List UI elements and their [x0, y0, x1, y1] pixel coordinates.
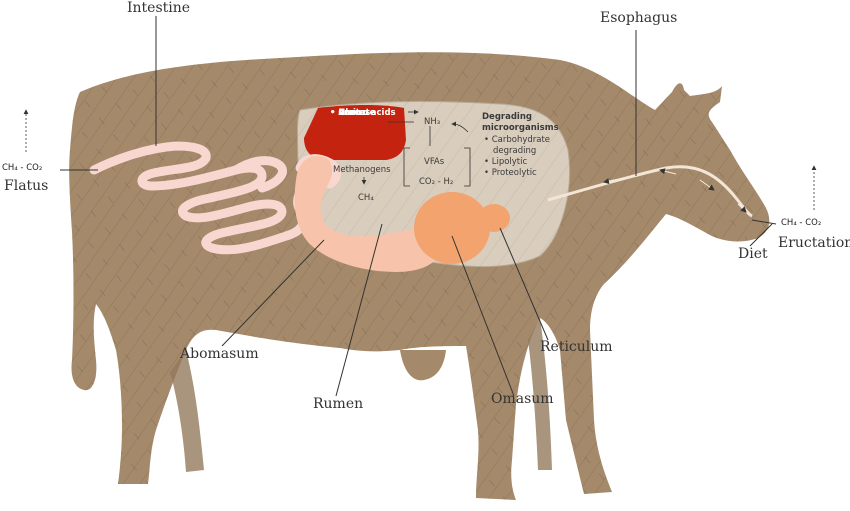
omasum-label: Omasum — [491, 391, 554, 407]
liver-box — [304, 105, 406, 160]
liver-item: • Glucose — [330, 108, 377, 118]
abomasum-label: Abomasum — [180, 346, 259, 362]
liver-item: • Urea — [330, 108, 362, 118]
eructation-gas-label: CH₄ - CO₂ — [781, 218, 822, 228]
liver-item: • amino acids — [330, 108, 396, 118]
intestine-label: Intestine — [127, 0, 191, 16]
reticulum-leader — [499, 227, 549, 341]
leader-lines — [60, 16, 777, 397]
gas-arrows — [23, 109, 817, 210]
ch4-label: CH₄ — [358, 193, 374, 203]
omasum — [414, 192, 490, 264]
flatus-gas-label: CH₄ - CO₂ — [2, 163, 43, 173]
micro-item: • Lipolytic — [484, 157, 528, 167]
microorganism-list: • Carbohydrate degrading • Lipolytic • P… — [484, 135, 550, 179]
co2-h2-label: CO₂ - H₂ — [419, 177, 454, 187]
eructation-leader — [751, 219, 777, 225]
degrading-title-line2: microorganisms — [482, 123, 559, 133]
vfas-label: VFAs — [424, 157, 445, 167]
flatus-label: Flatus — [4, 178, 49, 194]
reticulum-label: Reticulum — [540, 339, 613, 355]
rumen-leader — [335, 223, 383, 397]
rumen-label: Rumen — [313, 396, 364, 412]
reticulum — [478, 204, 510, 232]
esophagus-label: Esophagus — [600, 10, 678, 26]
methanogens-label: Methanogens — [333, 165, 391, 175]
abomasum — [294, 156, 440, 272]
eructation-label: Eructation — [778, 235, 850, 251]
omasum-leader — [451, 235, 515, 397]
internal-arrows — [361, 109, 471, 187]
diet-label: Diet — [738, 246, 768, 262]
micro-item: degrading — [493, 146, 537, 156]
liver-item: • Acetate — [330, 108, 376, 118]
degrading-title-line1: Degrading — [482, 112, 532, 122]
abomasum-leader — [221, 239, 325, 347]
esophagus-flow-arrows — [603, 168, 747, 213]
diet-leader — [749, 223, 773, 247]
micro-item: • Carbohydrate — [484, 135, 551, 145]
nh3-label: NH₃ — [424, 117, 441, 127]
micro-item: • Proteolytic — [484, 168, 537, 178]
